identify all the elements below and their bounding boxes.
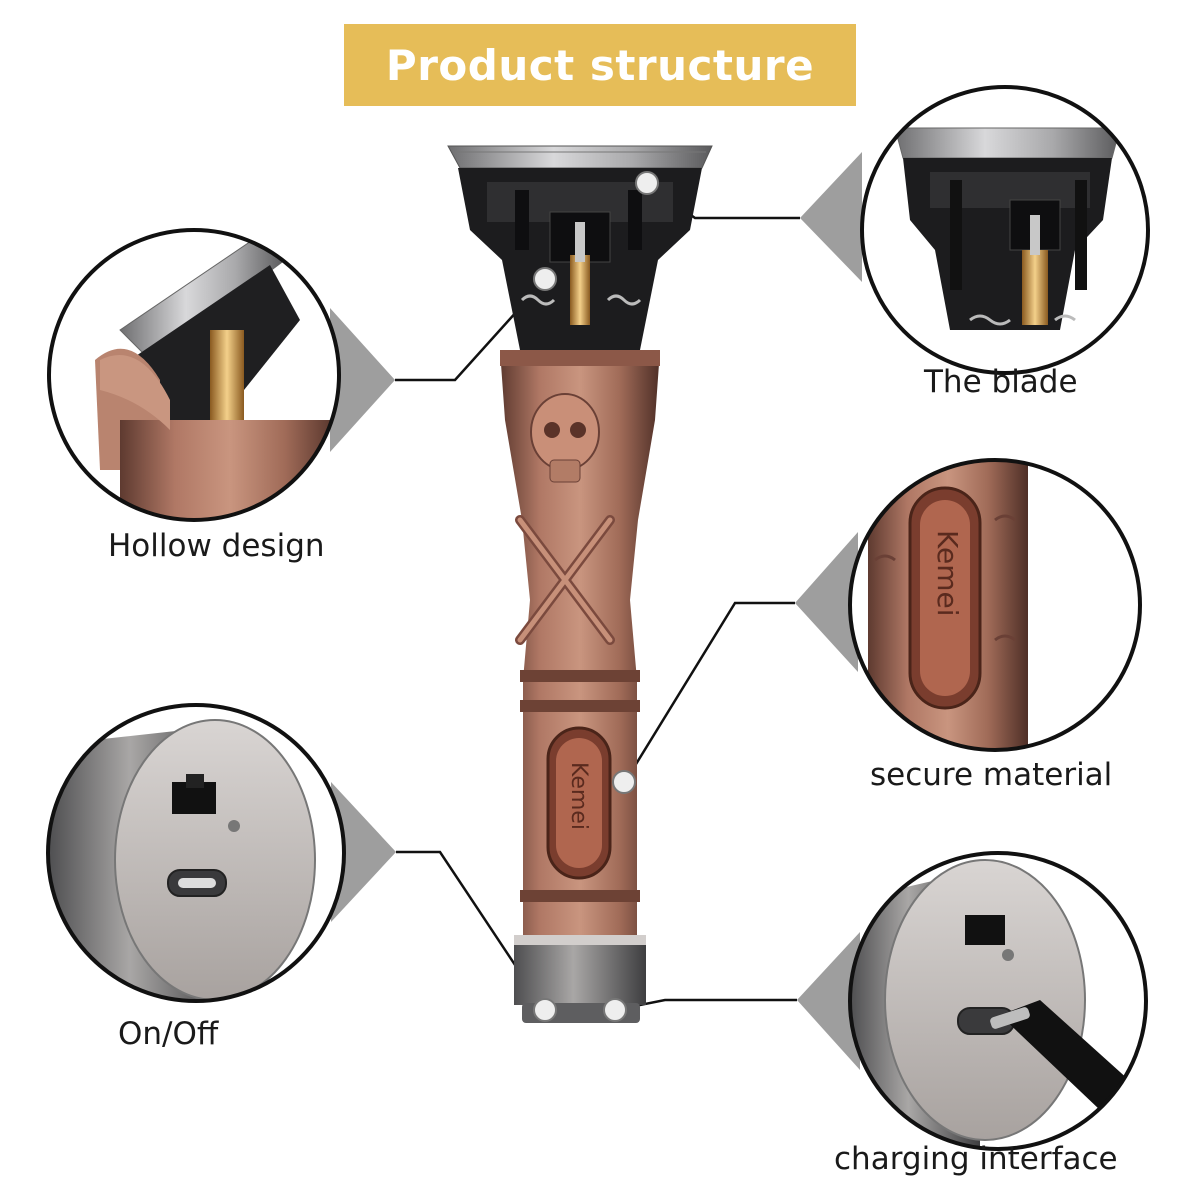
label-charging-interface: charging interface — [834, 1141, 1118, 1177]
charging-detail-circle — [848, 851, 1148, 1151]
hollow-pointer — [330, 308, 395, 452]
onoff-marker — [533, 998, 557, 1022]
hollow-detail-circle — [47, 228, 341, 522]
onoff-detail-circle — [46, 703, 346, 1003]
label-hollow-design: Hollow design — [108, 528, 325, 564]
charging-marker — [603, 998, 627, 1022]
material-leader-line — [623, 601, 795, 783]
blade-pointer — [800, 152, 862, 282]
hollow-marker — [533, 267, 557, 291]
blade-detail-circle — [860, 85, 1150, 375]
label-on-off: On/Off — [118, 1016, 219, 1052]
material-detail-circle: Kemei — [848, 458, 1142, 752]
charging-pointer — [797, 932, 860, 1070]
brand-text-detail: Kemei — [931, 530, 964, 616]
label-the-blade: The blade — [924, 364, 1078, 400]
indicator-light — [228, 820, 240, 832]
trimmer-main: Kemei — [447, 145, 713, 1023]
title-banner: Product structure — [344, 24, 856, 106]
material-pointer — [795, 532, 858, 672]
page-title: Product structure — [385, 40, 815, 90]
onoff-pointer — [331, 782, 396, 922]
brand-text: Kemei — [566, 762, 591, 830]
skull-emblem — [515, 393, 615, 645]
blade-marker — [635, 171, 659, 195]
material-marker — [612, 770, 636, 794]
onoff-leader-line — [396, 850, 547, 1011]
label-secure-material: secure material — [870, 757, 1113, 793]
